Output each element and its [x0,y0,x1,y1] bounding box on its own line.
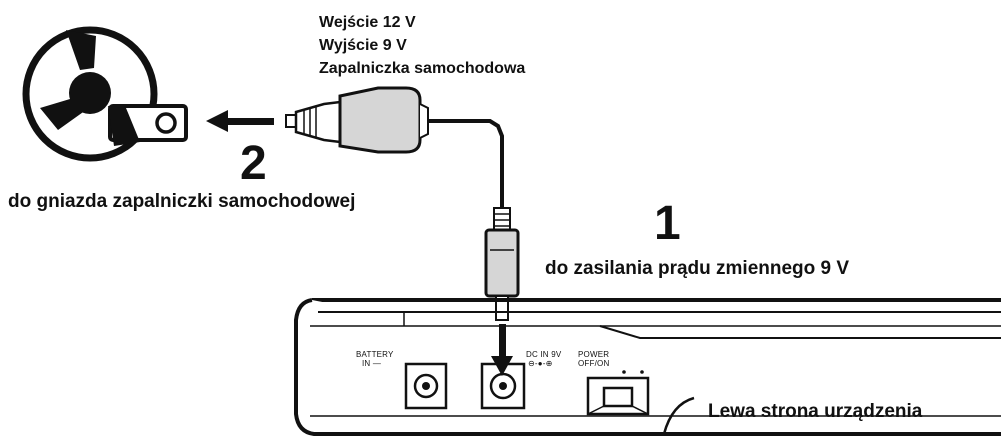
power-label-line1: POWER [578,350,610,359]
battery-label-line1: BATTERY [356,350,394,359]
step-1-number: 1 [654,197,681,250]
car-lighter-socket-icon [22,26,188,162]
dc-jack-connector-icon [484,207,520,321]
arrow-to-dc-in-icon [491,324,513,376]
dc-in-label-line2: ⊖-●-⊕ [528,359,553,368]
device-side-panel [294,298,1001,436]
power-label-line2: OFF/ON [578,359,610,368]
cable [428,119,504,210]
adapter-name-label: Zapalniczka samochodowa [319,60,526,77]
adapter-input-label: Wejście 12 V [319,14,416,31]
arrow-to-socket-icon [206,110,274,132]
battery-label-line2: IN — [362,359,382,368]
step-2-caption: do gniazda zapalniczki samochodowej [8,191,356,212]
dc-in-label-line1: DC IN 9V [526,350,562,359]
car-lighter-plug-icon [285,86,429,154]
step-2-number: 2 [240,137,267,190]
step-1-caption: do zasilania prądu zmiennego 9 V [545,258,850,279]
device-side-caption: Lewa strona urządzenia [708,401,923,422]
adapter-output-label: Wyjście 9 V [319,37,407,54]
